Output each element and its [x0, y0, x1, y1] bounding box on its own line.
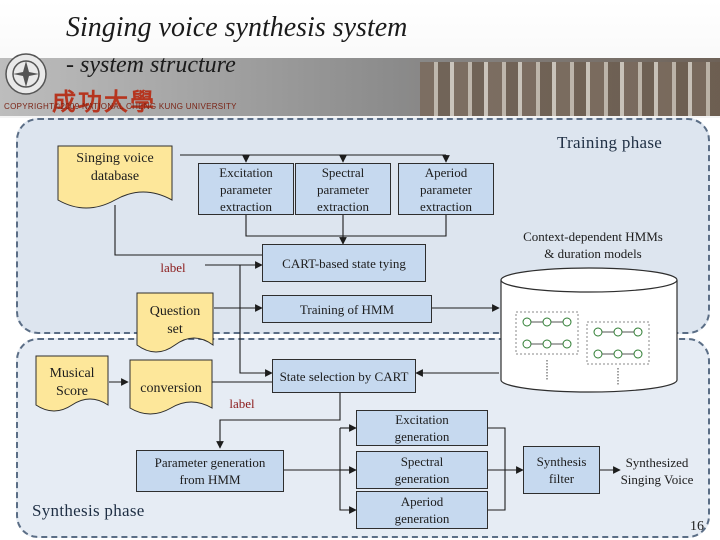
training-phase-label: Training phase	[557, 133, 663, 152]
aperiod-parameter-extraction: Aperiod parameter extraction	[398, 163, 494, 215]
page-title: Singing voice synthesis system	[66, 12, 408, 43]
parameter-generation-from-hmm: Parameter generation from HMM	[136, 450, 284, 492]
question-set: Question set	[149, 304, 201, 337]
excitation-generation: Excitation generation	[356, 410, 488, 446]
musical-score: Musical Score	[49, 366, 95, 399]
question-set-shape	[136, 292, 214, 353]
copyright-text: COPYRIGHT©2009 NATIONAL CHENG KUNG UNIVE…	[4, 102, 237, 111]
synthesis-phase-label: Synthesis phase	[32, 501, 145, 520]
training-of-hmm: Training of HMM	[262, 295, 432, 323]
page-subtitle: - system structure	[66, 52, 236, 78]
wire-to-ap-gen	[339, 470, 357, 514]
excitation-parameter-extraction: Excitation parameter extraction	[198, 163, 294, 215]
wire-state-down	[216, 392, 341, 449]
wire-cart-down	[239, 265, 273, 377]
wire-gen-collect	[488, 427, 523, 511]
hmm-database-cylinder	[500, 267, 678, 393]
university-logo-text: 成功大學	[52, 87, 156, 116]
synthesis-filter: Synthesis filter	[523, 446, 600, 494]
wire-extract-exc	[245, 215, 447, 237]
state-selection-by-cart: State selection by CART	[272, 359, 416, 393]
wire-paramgen-out	[284, 428, 341, 471]
hmm-states-group-2	[586, 321, 650, 386]
aperiod-generation: Aperiod generation	[356, 491, 488, 529]
context-dependent-hmms-label: Context-dependent HMMs & duration models	[523, 229, 663, 261]
page-number: 16	[690, 519, 704, 534]
singing-voice-database: Singing voice database	[76, 151, 154, 184]
label-synthesis: label	[229, 396, 255, 411]
university-emblem-icon	[5, 53, 47, 95]
spectral-parameter-extraction: Spectral parameter extraction	[295, 163, 391, 215]
conversion-shape	[129, 359, 213, 415]
conversion: conversion	[140, 381, 202, 396]
label-training: label	[160, 260, 186, 275]
singing-voice-database-shape	[57, 145, 173, 209]
synthesized-singing-voice: Synthesized Singing Voice	[620, 455, 694, 487]
hmm-states-group-1	[515, 311, 579, 380]
cart-based-state-tying: CART-based state tying	[262, 244, 426, 282]
building-photo-strip	[420, 62, 720, 116]
musical-score-shape	[35, 355, 109, 412]
spectral-generation: Spectral generation	[356, 451, 488, 489]
